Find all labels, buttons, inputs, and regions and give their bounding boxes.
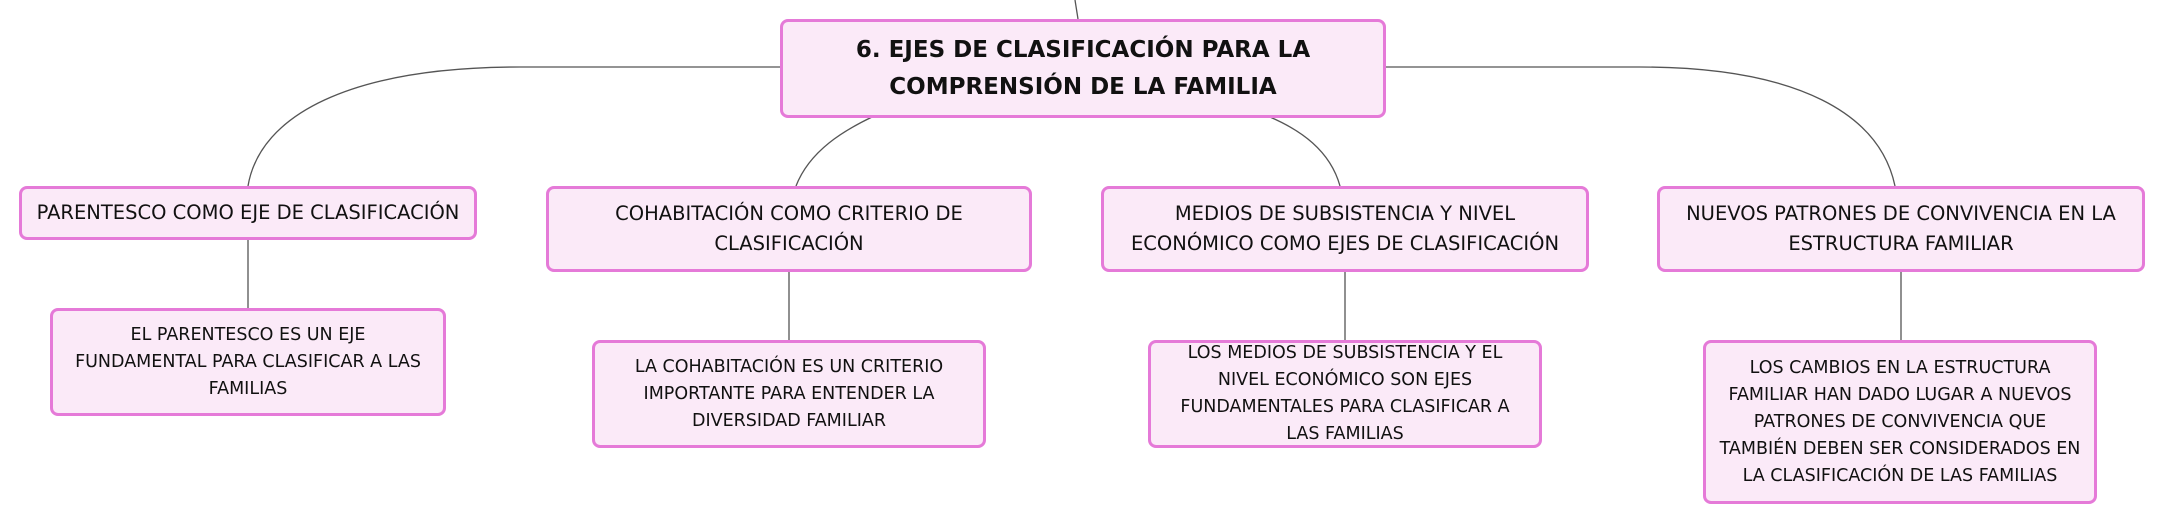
detail-topic-medios-subsistencia[interactable]: LOS MEDIOS DE SUBSISTENCIA Y EL NIVEL EC… <box>1148 340 1542 448</box>
detail-topic-label: LOS CAMBIOS EN LA ESTRUCTURA FAMILIAR HA… <box>1719 357 2081 486</box>
connector-root-branch-3 <box>1269 116 1341 187</box>
detail-topic-cohabitacion[interactable]: LA COHABITACIÓN ES UN CRITERIO IMPORTANT… <box>592 340 986 448</box>
detail-topic-label: LOS MEDIOS DE SUBSISTENCIA Y EL NIVEL EC… <box>1180 343 1510 444</box>
connector-root-branch-1 <box>247 66 780 187</box>
connector-root-top <box>1074 0 1079 20</box>
branch-topic-nuevos-patrones[interactable]: NUEVOS PATRONES DE CONVIVENCIA EN LA EST… <box>1657 186 2145 272</box>
connector-root-branch-4 <box>1386 66 1896 187</box>
branch-topic-cohabitacion[interactable]: COHABITACIÓN COMO CRITERIO DE CLASIFICAC… <box>546 186 1032 272</box>
branch-topic-label: COHABITACIÓN COMO CRITERIO DE CLASIFICAC… <box>615 202 963 255</box>
root-topic[interactable]: 6. EJES DE CLASIFICACIÓN PARA LA COMPREN… <box>780 19 1386 118</box>
branch-topic-label: NUEVOS PATRONES DE CONVIVENCIA EN LA EST… <box>1686 202 2116 255</box>
connector-root-branch-2 <box>795 116 873 187</box>
branch-topic-medios-subsistencia[interactable]: MEDIOS DE SUBSISTENCIA Y NIVEL ECONÓMICO… <box>1101 186 1589 272</box>
branch-topic-label: PARENTESCO COMO EJE DE CLASIFICACIÓN <box>36 201 460 224</box>
detail-topic-label: EL PARENTESCO ES UN EJE FUNDAMENTAL PARA… <box>75 324 421 399</box>
branch-topic-parentesco[interactable]: PARENTESCO COMO EJE DE CLASIFICACIÓN <box>19 186 477 240</box>
root-topic-label: 6. EJES DE CLASIFICACIÓN PARA LA COMPREN… <box>855 36 1311 100</box>
detail-topic-label: LA COHABITACIÓN ES UN CRITERIO IMPORTANT… <box>634 356 944 431</box>
branch-topic-label: MEDIOS DE SUBSISTENCIA Y NIVEL ECONÓMICO… <box>1130 202 1560 255</box>
detail-topic-nuevos-patrones[interactable]: LOS CAMBIOS EN LA ESTRUCTURA FAMILIAR HA… <box>1703 340 2097 504</box>
detail-topic-parentesco[interactable]: EL PARENTESCO ES UN EJE FUNDAMENTAL PARA… <box>50 308 446 416</box>
